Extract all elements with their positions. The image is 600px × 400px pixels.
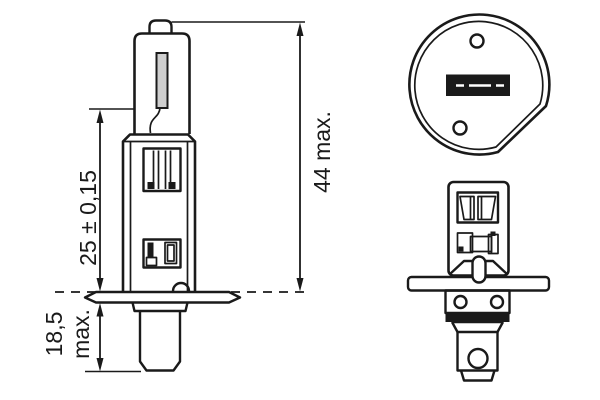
- holder-contact-detail: [456, 231, 499, 255]
- stem-step-front: [450, 320, 505, 333]
- top-view: [408, 13, 551, 156]
- contact-cap: [459, 370, 496, 382]
- base-lower-window: [142, 238, 182, 269]
- index-hole-bottom: [452, 120, 468, 136]
- index-hole-top: [469, 33, 485, 49]
- side-view: [55, 19, 310, 372]
- front-view: [406, 180, 551, 382]
- holder-upper-window: [456, 191, 500, 224]
- arrow-up: [296, 22, 304, 36]
- dim-label-44: 44 max.: [309, 111, 335, 193]
- contact-hole: [467, 347, 489, 370]
- bulb-tip: [148, 19, 173, 34]
- arrow-down: [96, 358, 104, 372]
- contact-cylinder: [138, 311, 182, 372]
- filament-lead-wire: [149, 107, 161, 134]
- arrow-up: [96, 303, 104, 317]
- contact-cylinder-front: [456, 330, 499, 372]
- dimension-light-center-length: 25 ± 0,15: [75, 108, 134, 292]
- dim-label-18-5-value: 18,5: [41, 312, 67, 357]
- arrow-down: [96, 278, 104, 292]
- base-hole-right: [489, 294, 505, 310]
- base-body: [121, 133, 197, 291]
- base-upper-window: [142, 147, 182, 193]
- base-hole-left: [453, 294, 468, 310]
- flange-side: [83, 290, 242, 304]
- filament: [155, 52, 169, 109]
- arrow-up: [96, 109, 104, 123]
- arrow-down: [296, 278, 304, 292]
- center-pin: [471, 255, 487, 284]
- rivet-arch: [171, 281, 191, 292]
- dimension-overall-length: 44 max.: [171, 21, 335, 292]
- dim-label-18-5-suffix: max.: [68, 309, 94, 359]
- insulator-band: [445, 313, 510, 322]
- flange-disc-inner: [413, 20, 544, 151]
- flange-disc-outer: [408, 13, 551, 156]
- dimension-base-depth: 18,5 max.: [41, 303, 141, 373]
- glass-envelope: [133, 32, 191, 134]
- stem-step: [131, 302, 189, 313]
- dim-label-25: 25 ± 0,15: [75, 170, 101, 266]
